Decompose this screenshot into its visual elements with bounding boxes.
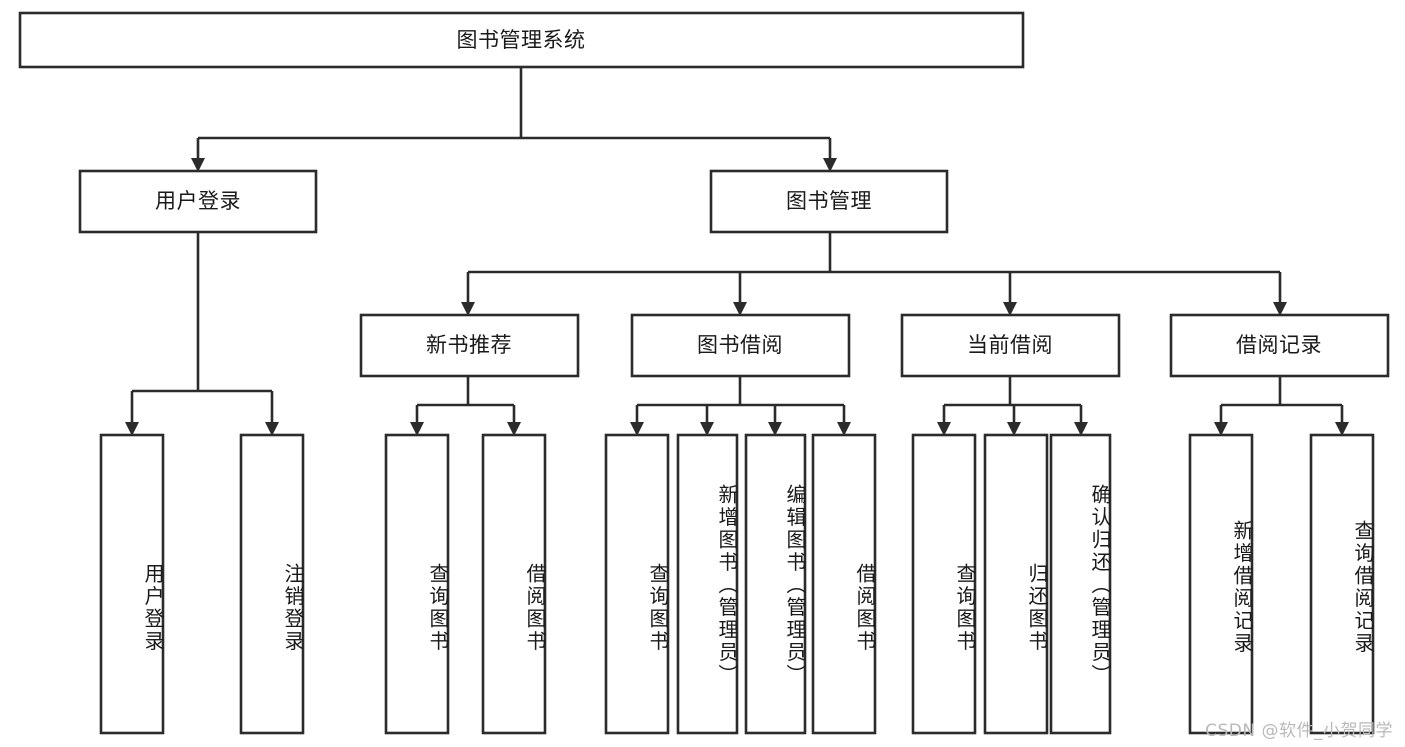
connectors-newbook-to-leaves: [410, 376, 521, 436]
connectors-currentborrow-to-leaves: [937, 376, 1088, 436]
arrowhead-leaf-4: [507, 422, 521, 436]
leaf-box-confirm-return-admin[interactable]: [1049, 433, 1112, 735]
leaf-box-edit-book-admin[interactable]: [744, 433, 807, 735]
leaf-box-query-borrow-record[interactable]: [1309, 433, 1375, 735]
arrowhead-leaf-7: [768, 422, 782, 436]
arrowhead-leaf-1: [125, 422, 139, 436]
arrowhead-leaf-12: [1214, 422, 1228, 436]
connectors-userlogin-to-leaves: [125, 232, 279, 436]
leaf-box-borrow-book-newbook[interactable]: [481, 433, 547, 735]
node-book-borrow[interactable]: 图书借阅: [630, 313, 851, 378]
arrowhead-current-borrow: [1003, 302, 1017, 316]
node-book-management[interactable]: 图书管理: [709, 169, 949, 234]
arrowhead-book-borrow: [733, 302, 747, 316]
connectors-borrowrecord-to-leaves: [1214, 376, 1349, 436]
leaf-box-add-borrow-record[interactable]: [1188, 433, 1254, 735]
node-user-login[interactable]: 用户登录: [78, 169, 318, 234]
node-new-book-recommend-label: 新书推荐: [426, 333, 512, 357]
node-book-management-label: 图书管理: [786, 189, 872, 213]
node-current-borrow-label: 当前借阅: [967, 333, 1053, 357]
leaf-box-query-book-current[interactable]: [911, 433, 977, 735]
node-root-label: 图书管理系统: [457, 28, 586, 52]
arrowhead-leaf-2: [265, 422, 279, 436]
node-book-borrow-label: 图书借阅: [697, 333, 783, 357]
leaf-box-borrow-book[interactable]: [811, 433, 877, 735]
connectors-bookborrow-to-leaves: [630, 376, 851, 436]
node-new-book-recommend-box[interactable]: [359, 313, 580, 378]
node-current-borrow-box[interactable]: [900, 313, 1121, 378]
node-current-borrow[interactable]: 当前借阅: [900, 313, 1121, 378]
arrowhead-leaf-13: [1335, 422, 1349, 436]
node-book-management-box[interactable]: [709, 169, 949, 234]
arrowhead-leaf-3: [410, 422, 424, 436]
arrowhead-leaf-11: [1074, 422, 1088, 436]
node-borrow-record-label: 借阅记录: [1236, 333, 1322, 357]
leaf-box-query-book-borrow[interactable]: [604, 433, 670, 735]
leaf-box-query-book-newbook[interactable]: [384, 433, 450, 735]
leaf-box-logout-login[interactable]: [239, 433, 305, 735]
leaf-box-add-book-admin[interactable]: [676, 433, 739, 735]
connectors-bookmgmt-to-level3: [461, 232, 1287, 316]
arrowhead-leaf-9: [937, 422, 951, 436]
node-user-login-label: 用户登录: [155, 189, 241, 213]
csdn-watermark: CSDN @软件_小贺同学: [1205, 721, 1393, 741]
arrowhead-leaf-8: [837, 422, 851, 436]
node-borrow-record-box[interactable]: [1169, 313, 1390, 378]
node-user-login-box[interactable]: [78, 169, 318, 234]
arrowhead-new-book: [461, 302, 475, 316]
connectors-root-to-level2: [191, 67, 837, 172]
leaf-box-user-login[interactable]: [99, 433, 165, 735]
arrowhead-leaf-10: [1007, 422, 1021, 436]
node-borrow-record[interactable]: 借阅记录: [1169, 313, 1390, 378]
arrowhead-leaf-5: [630, 422, 644, 436]
leaf-box-return-book[interactable]: [983, 433, 1049, 735]
node-new-book-recommend[interactable]: 新书推荐: [359, 313, 580, 378]
arrowhead-user-login: [191, 158, 205, 172]
arrowhead-book-mgmt: [823, 158, 837, 172]
node-root-box[interactable]: [18, 11, 1025, 69]
node-book-borrow-box[interactable]: [630, 313, 851, 378]
leaf-boxes: [99, 433, 1375, 735]
arrowhead-leaf-6: [700, 422, 714, 436]
node-root[interactable]: 图书管理系统: [18, 11, 1025, 69]
arrowhead-borrow-record: [1273, 302, 1287, 316]
